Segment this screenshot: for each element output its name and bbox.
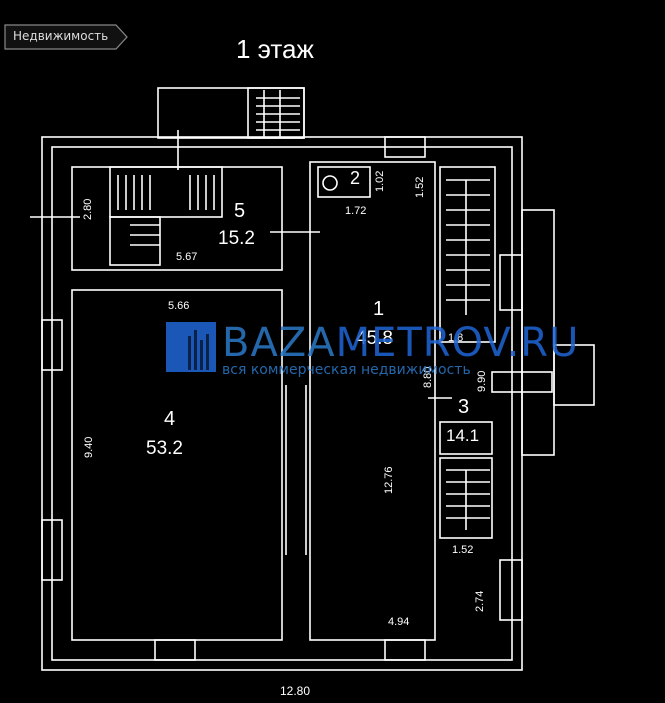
porch-stairs xyxy=(247,87,305,139)
breadcrumb-label: Недвижимость xyxy=(13,29,109,43)
room-3-number: 3 xyxy=(458,396,470,418)
room-1-area: 45.8 xyxy=(356,328,393,349)
floor-title: 1 этаж xyxy=(236,34,314,64)
stairs-upper xyxy=(439,166,496,343)
watermark-brand-part1: BAZA xyxy=(222,320,336,366)
watermark-tagline: вся коммерческая недвижимость xyxy=(222,362,471,378)
watermark-brand: BAZAMETROV.RU xyxy=(222,320,579,366)
dim-12-80: 12.80 xyxy=(280,684,311,698)
dim-5-67: 5.67 xyxy=(176,251,198,263)
room-5-number: 5 xyxy=(234,200,246,222)
dim-2-80: 2.80 xyxy=(82,198,94,220)
dim-5-66: 5.66 xyxy=(168,300,190,312)
dim-9-90: 9.90 xyxy=(476,370,488,392)
room-4-area: 53.2 xyxy=(146,438,183,459)
dim-4-94: 4.94 xyxy=(388,616,410,628)
breadcrumb-frame xyxy=(4,24,128,50)
dim-2-74: 2.74 xyxy=(474,590,486,612)
dim-1-52-bottom: 1.52 xyxy=(452,544,474,556)
breadcrumb[interactable]: Недвижимость xyxy=(4,24,129,50)
outer-wall-inner xyxy=(51,146,513,661)
stairs-lower xyxy=(439,457,493,539)
dim-1-72: 1.72 xyxy=(345,205,367,217)
watermark-brand-part2: METROV.RU xyxy=(335,320,580,366)
room-1-number: 1 xyxy=(373,298,385,320)
room-3-area: 14.1 xyxy=(446,426,480,445)
right-annex xyxy=(521,209,555,456)
room-4-number: 4 xyxy=(164,408,176,430)
dim-1-52-top: 1.52 xyxy=(414,176,426,198)
dim-1-02: 1.02 xyxy=(374,170,386,192)
room-2-walls xyxy=(317,166,371,198)
room-1-walls xyxy=(309,161,436,641)
dim-12-76: 12.76 xyxy=(383,466,395,494)
watermark-logo-icon xyxy=(166,322,216,372)
room-5-area: 15.2 xyxy=(218,228,255,249)
room-3-walls xyxy=(439,421,493,455)
room-2-number: 2 xyxy=(350,168,361,188)
dim-1-8: 1.8 xyxy=(448,332,464,344)
dim-9-40: 9.40 xyxy=(83,436,95,458)
